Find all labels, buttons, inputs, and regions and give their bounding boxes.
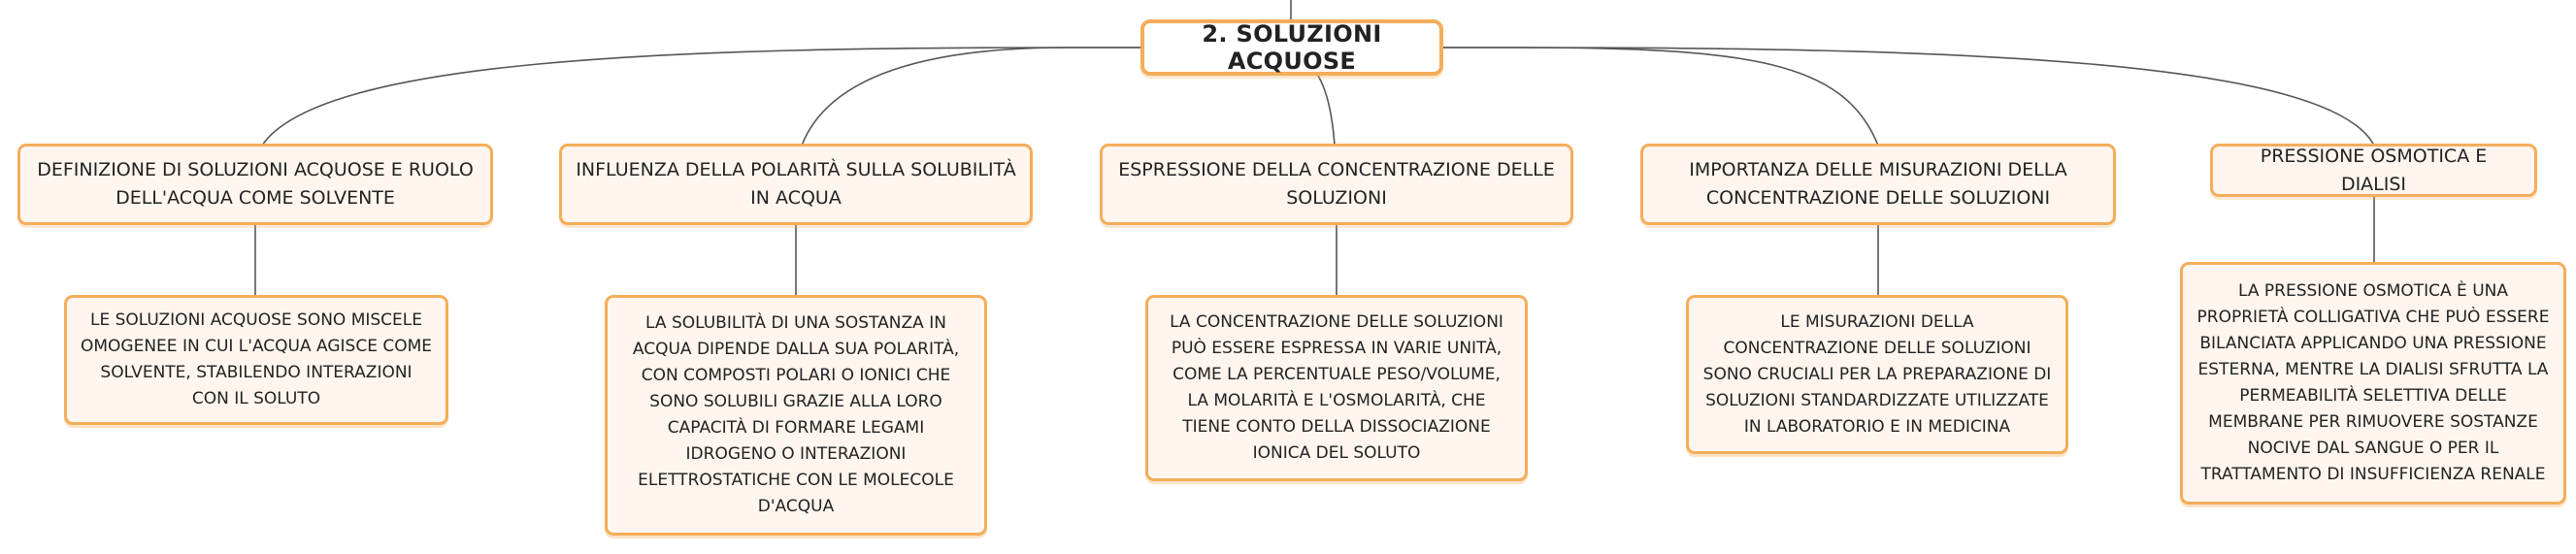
topic-espressione-concentrazione[interactable]: ESPRESSIONE DELLA CONCENTRAZIONE DELLE S… (1100, 144, 1573, 225)
subtopic-importanza-misurazioni-text: LE MISURAZIONI DELLA CONCENTRAZIONE DELL… (1702, 311, 2052, 437)
topic-importanza-misurazioni-label: IMPORTANZA DELLE MISURAZIONI DELLA CONCE… (1689, 159, 2067, 209)
subtopic-pressione-osmotica[interactable]: LA PRESSIONE OSMOTICA È UNA PROPRIETÀ CO… (2180, 262, 2566, 505)
topic-definizione-soluzioni[interactable]: DEFINIZIONE DI SOLUZIONI ACQUOSE E RUOLO… (17, 144, 493, 225)
topic-pressione-osmotica[interactable]: PRESSIONE OSMOTICA E DIALISI (2210, 144, 2537, 197)
connector-root-branch-5 (1443, 47, 2375, 147)
topic-definizione-soluzioni-label: DEFINIZIONE DI SOLUZIONI ACQUOSE E RUOLO… (37, 159, 474, 209)
topic-espressione-concentrazione-label: ESPRESSIONE DELLA CONCENTRAZIONE DELLE S… (1118, 159, 1555, 209)
connector-root-branch-1 (261, 47, 1140, 147)
subtopic-espressione-concentrazione-text: LA CONCENTRAZIONE DELLE SOLUZIONI PUÒ ES… (1170, 312, 1503, 463)
subtopic-definizione-soluzioni-text: LE SOLUZIONI ACQUOSE SONO MISCELE OMOGEN… (81, 310, 432, 408)
topic-importanza-misurazioni[interactable]: IMPORTANZA DELLE MISURAZIONI DELLA CONCE… (1640, 144, 2116, 225)
subtopic-pressione-osmotica-text: LA PRESSIONE OSMOTICA È UNA PROPRIETÀ CO… (2196, 281, 2550, 484)
subtopic-espressione-concentrazione[interactable]: LA CONCENTRAZIONE DELLE SOLUZIONI PUÒ ES… (1145, 295, 1528, 481)
subtopic-importanza-misurazioni[interactable]: LE MISURAZIONI DELLA CONCENTRAZIONE DELL… (1686, 295, 2068, 454)
topic-pressione-osmotica-label: PRESSIONE OSMOTICA E DIALISI (2260, 145, 2488, 195)
connector-root-branch-3 (1317, 75, 1336, 147)
connector-root-branch-4 (1443, 47, 1879, 147)
root-topic[interactable]: 2. SOLUZIONI ACQUOSE (1140, 19, 1443, 76)
subtopic-definizione-soluzioni[interactable]: LE SOLUZIONI ACQUOSE SONO MISCELE OMOGEN… (64, 295, 448, 425)
topic-polarita-solubilita[interactable]: INFLUENZA DELLA POLARITÀ SULLA SOLUBILIT… (559, 144, 1033, 225)
topic-polarita-solubilita-label: INFLUENZA DELLA POLARITÀ SULLA SOLUBILIT… (576, 159, 1016, 209)
root-topic-label: 2. SOLUZIONI ACQUOSE (1202, 20, 1382, 75)
connector-root-branch-2 (801, 47, 1140, 147)
subtopic-polarita-solubilita[interactable]: LA SOLUBILITÀ DI UNA SOSTANZA IN ACQUA D… (605, 295, 987, 536)
subtopic-polarita-solubilita-text: LA SOLUBILITÀ DI UNA SOSTANZA IN ACQUA D… (632, 313, 960, 516)
